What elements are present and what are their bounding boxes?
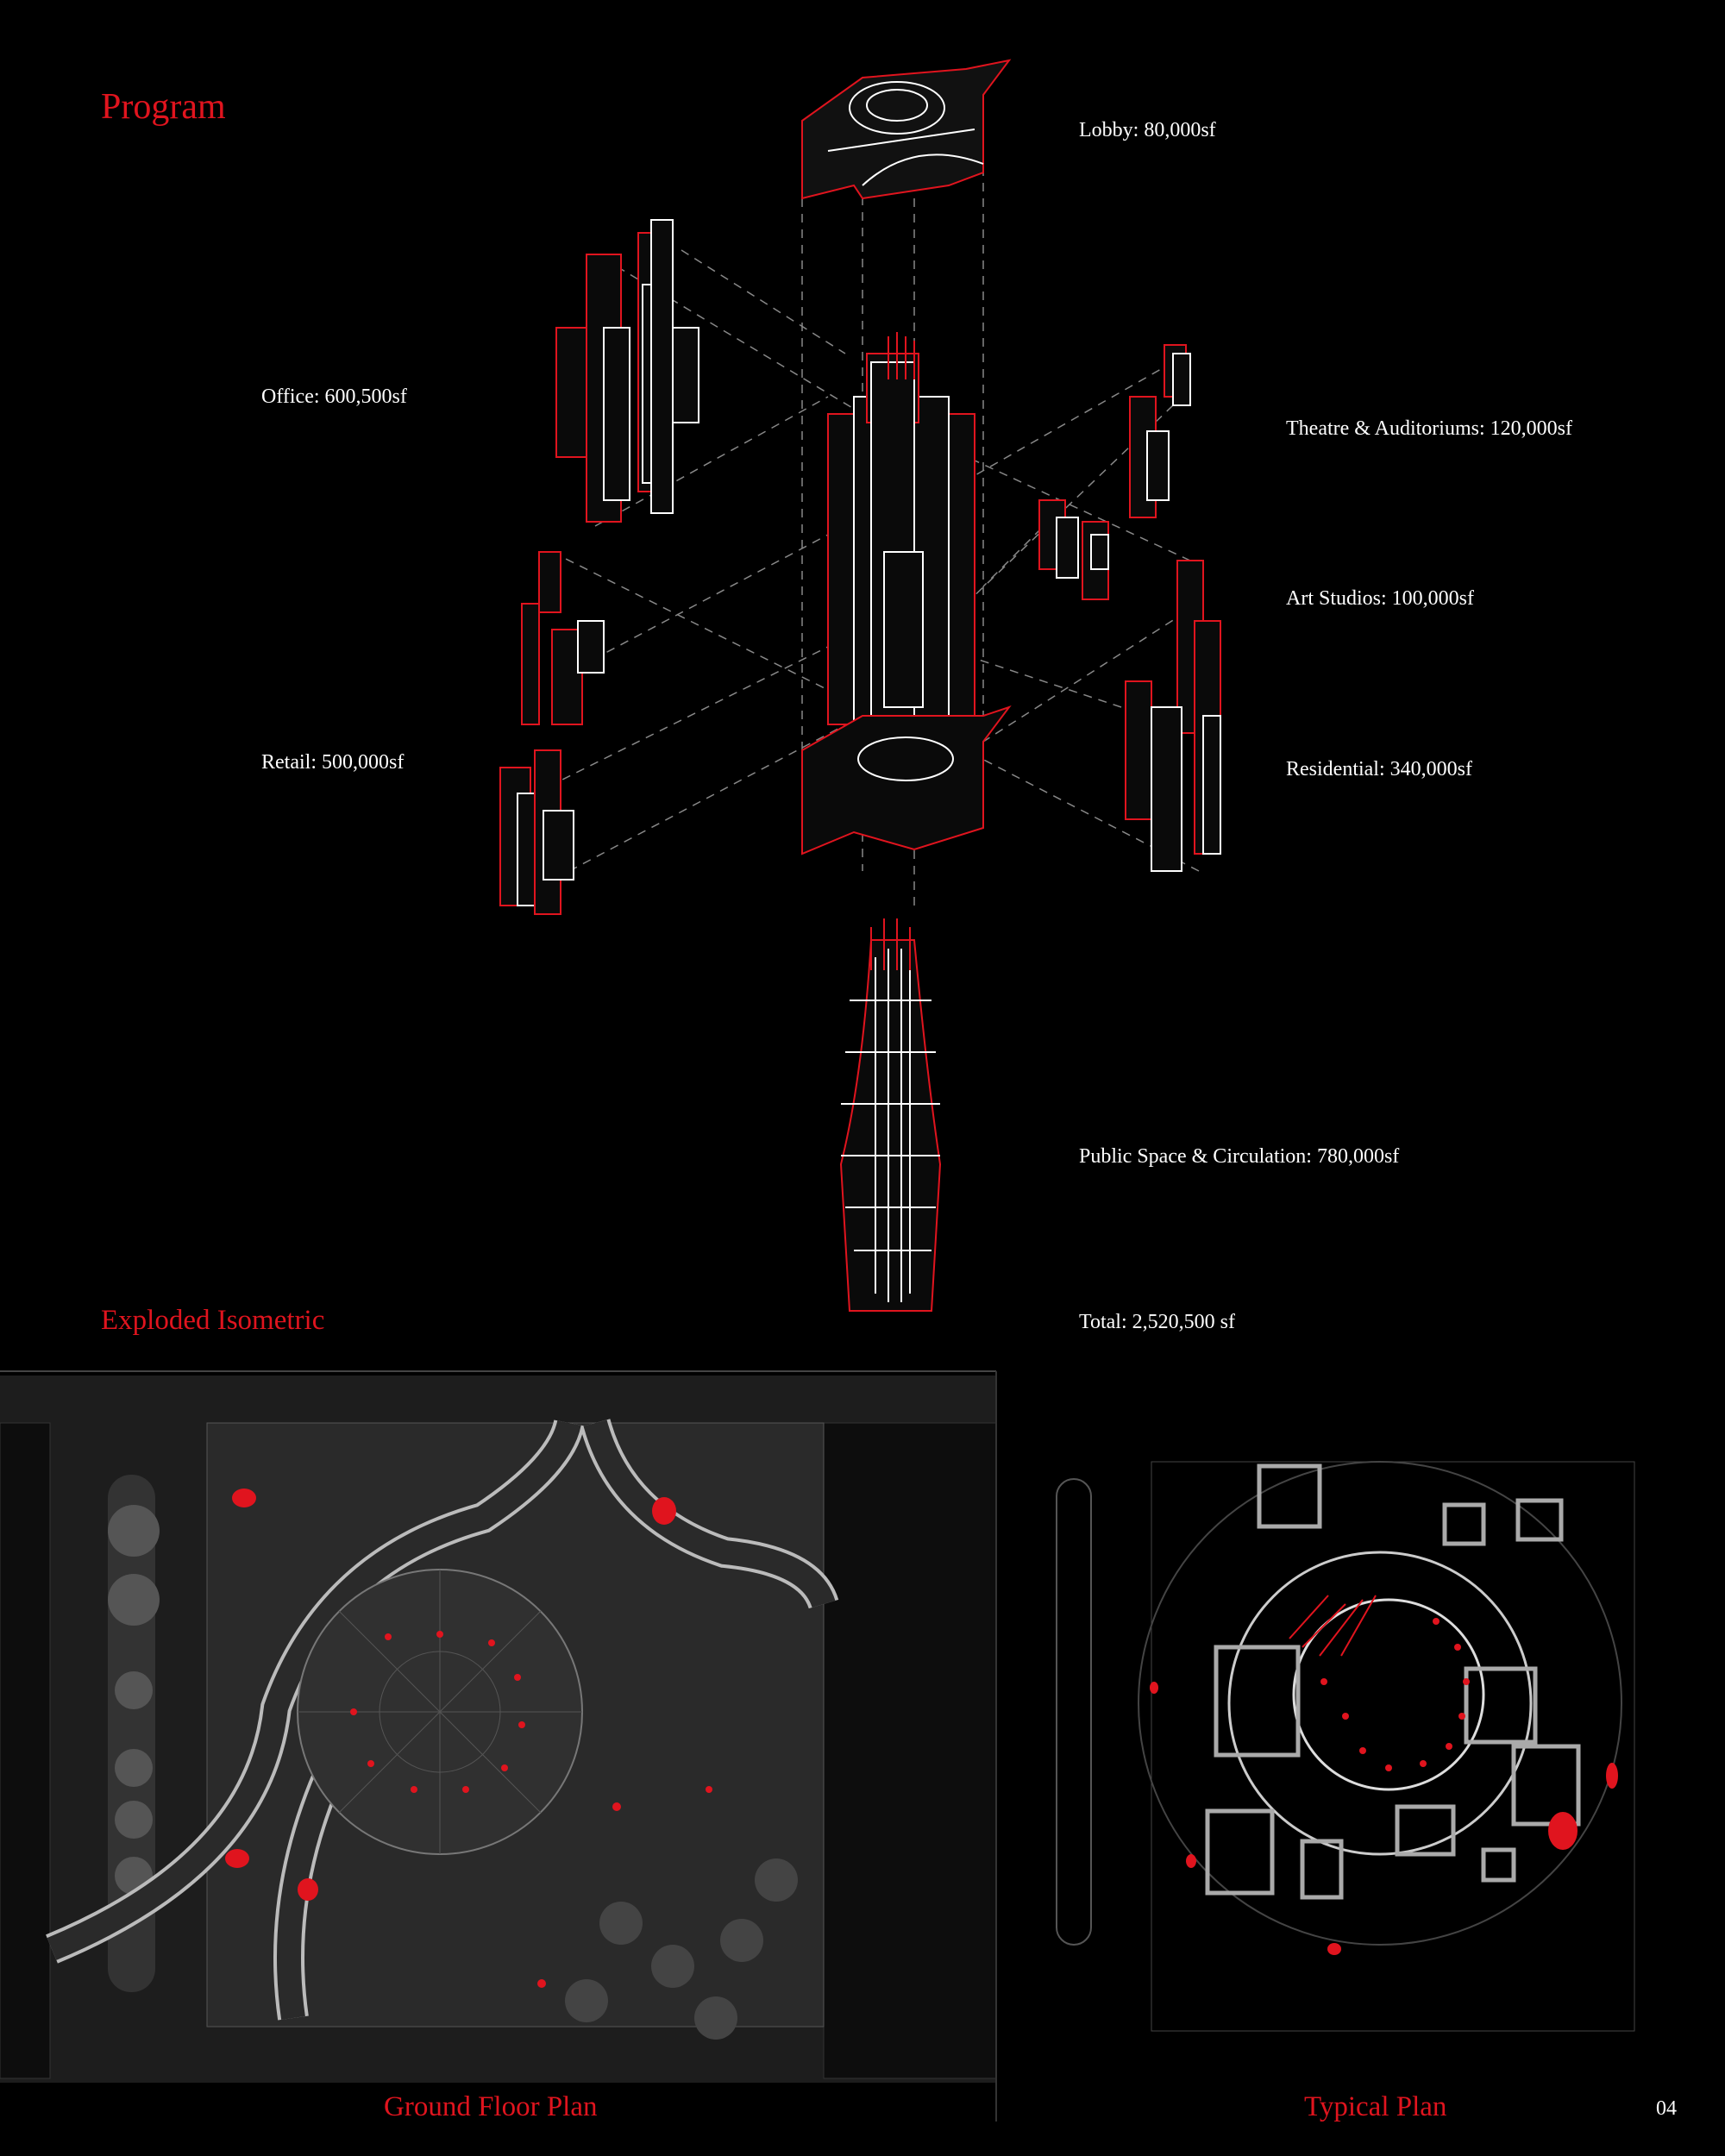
label-office: Office: 600,500sf <box>261 385 407 408</box>
page-number: 04 <box>1656 2097 1677 2120</box>
office-volumes <box>555 219 699 523</box>
art-volumes <box>1038 499 1109 600</box>
central-tower <box>801 332 1012 856</box>
residential-volumes <box>1125 560 1221 872</box>
ground-floor-plan-caption: Ground Floor Plan <box>384 2091 598 2122</box>
retail-volumes <box>499 551 605 915</box>
typical-plan-caption: Typical Plan <box>1304 2091 1447 2122</box>
label-residential: Residential: 340,000sf <box>1286 758 1472 780</box>
exploded-isometric-title: Exploded Isometric <box>101 1305 325 1336</box>
circulation-tower <box>839 918 942 1312</box>
label-public-space: Public Space & Circulation: 780,000sf <box>1079 1145 1400 1168</box>
label-lobby: Lobby: 80,000sf <box>1079 119 1216 141</box>
label-theatre: Theatre & Auditoriums: 120,000sf <box>1286 417 1572 440</box>
theatre-volumes <box>1129 344 1191 518</box>
lobby-volume <box>801 59 1012 200</box>
label-total: Total: 2,520,500 sf <box>1079 1311 1235 1333</box>
exploded-isometric-drawing <box>499 59 1221 1312</box>
program-title: Program <box>101 87 226 127</box>
label-art-studios: Art Studios: 100,000sf <box>1286 587 1475 610</box>
label-retail: Retail: 500,000sf <box>261 751 405 774</box>
